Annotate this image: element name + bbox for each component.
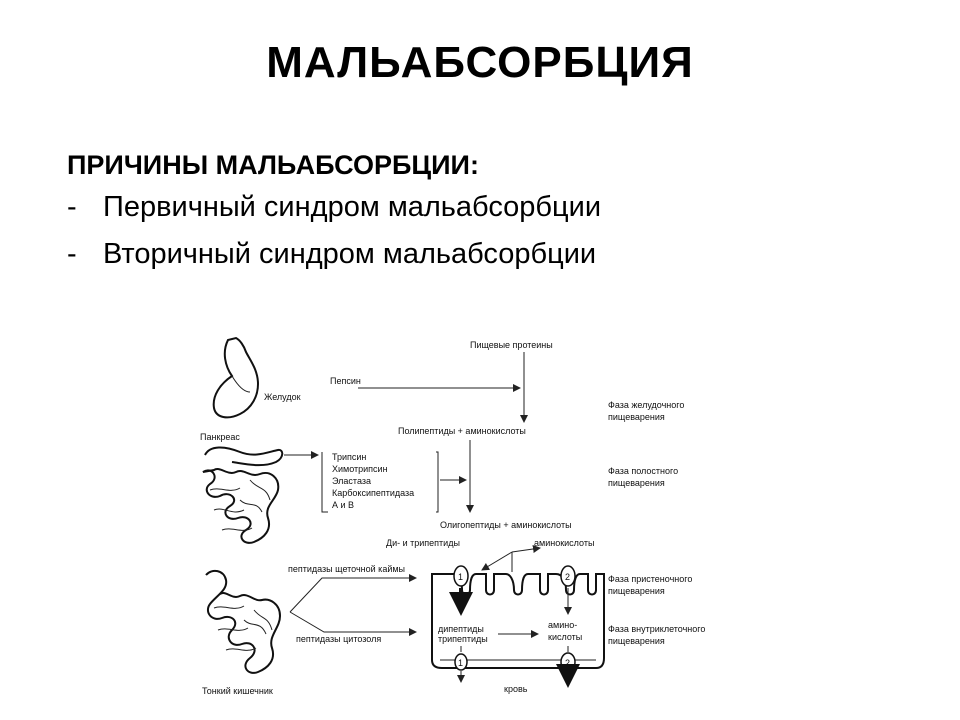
phase-cavity-label-2: пищеварения — [608, 478, 665, 488]
arrow-brush-peptidases — [289, 574, 417, 613]
enterocyte-outline — [431, 573, 605, 669]
small-intestine-label: Тонкий кишечник — [202, 686, 273, 696]
transporter-2-top — [560, 565, 576, 587]
phase-cavity-label: Фаза полостного — [608, 466, 678, 476]
transporter-1-top-label: 1 — [458, 572, 463, 582]
phase-parietal-label: Фаза пристеночного — [608, 574, 692, 584]
arrow-cytosol-peptidases — [289, 611, 417, 636]
pancreatic-enzymes-list: Трипсин Химотрипсин Эластаза Карбоксипеп… — [332, 452, 414, 510]
list-dash: - — [67, 191, 77, 223]
transporter-1-top — [453, 565, 469, 587]
cause-item-secondary: - Вторичный синдром мальабсорбции — [67, 238, 601, 271]
transporter-1-bottom-label: 1 — [458, 658, 463, 668]
tripeptides-label: трипептиды — [438, 634, 488, 644]
cytosol-peptidases-label: пептидазы цитозоля — [296, 634, 381, 644]
phase-gastric-label-2: пищеварения — [608, 412, 665, 422]
enzyme-a-b: А и В — [332, 500, 354, 510]
polypeptides-label: Полипептиды + аминокислоты — [398, 426, 526, 436]
phase-parietal-label-2: пищеварения — [608, 586, 665, 596]
dipeptides-label: дипептиды — [438, 624, 484, 634]
enzyme-trypsin: Трипсин — [332, 452, 366, 462]
pancreas-label: Панкреас — [200, 432, 240, 442]
slide-title: МАЛЬАБСОРБЦИЯ — [266, 38, 694, 87]
amino-label-2: кислоты — [548, 632, 582, 642]
arrow-to-peptides — [481, 551, 513, 571]
brush-peptidases-label: пептидазы щеточной каймы — [288, 564, 405, 574]
food-proteins-label: Пищевые протеины — [470, 340, 553, 350]
pepsin-label: Пепсин — [330, 376, 361, 386]
phase-intracellular-label: Фаза внутриклеточного — [608, 624, 705, 634]
enzymes-bracket-right — [436, 451, 439, 513]
causes-heading: ПРИЧИНЫ МАЛЬАБСОРБЦИИ: — [67, 150, 479, 180]
transporter-1-bottom — [454, 653, 468, 671]
transporter-2-bottom-label: 2 — [565, 658, 570, 668]
phase-intracellular-label-2: пищеварения — [608, 636, 665, 646]
oligopeptides-label: Олигопептиды + аминокислоты — [440, 520, 572, 530]
transporter-2-top-label: 2 — [565, 572, 570, 582]
enzyme-chymotrypsin: Химотрипсин — [332, 464, 388, 474]
enzyme-carboxypeptidase: Карбоксипептидаза — [332, 488, 414, 498]
amino-label-1: амино- — [548, 620, 577, 630]
enzyme-elastase: Эластаза — [332, 476, 371, 486]
blood-label: кровь — [504, 684, 528, 694]
stomach-label: Желудок — [264, 392, 301, 402]
list-dash: - — [67, 238, 77, 270]
di-tri-peptides-label: Ди- и трипептиды — [386, 538, 460, 548]
arrow-to-amino — [511, 545, 541, 553]
enzymes-bracket-left — [321, 452, 328, 513]
stomach-illustration — [212, 336, 260, 419]
amino-acids-top-label: аминокислоты — [534, 538, 594, 548]
pancreas-intestine-illustration — [202, 446, 284, 544]
phase-gastric-label: Фаза желудочного — [608, 400, 684, 410]
cause-item-primary: - Первичный синдром мальабсорбции — [67, 191, 601, 224]
causes-list: ПРИЧИНЫ МАЛЬАБСОРБЦИИ: - Первичный синдр… — [67, 150, 601, 285]
cause-text: Вторичный синдром мальабсорбции — [103, 238, 597, 270]
small-intestine-illustration — [205, 569, 282, 674]
cause-text: Первичный синдром мальабсорбции — [103, 191, 602, 223]
